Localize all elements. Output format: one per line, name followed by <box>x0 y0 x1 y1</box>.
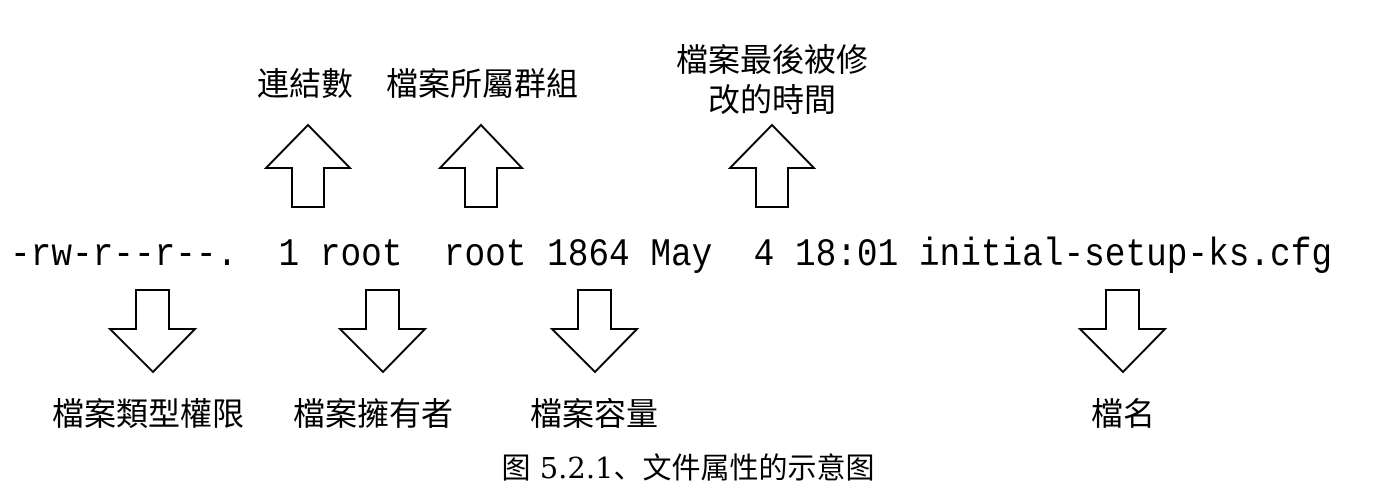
down-arrow-icon <box>107 289 198 374</box>
down-arrow-icon <box>549 289 640 374</box>
label-owner: 檔案擁有者 <box>293 395 453 433</box>
up-arrow-icon <box>437 123 525 208</box>
label-group: 檔案所屬群組 <box>386 65 578 103</box>
up-arrow-icon <box>263 123 353 208</box>
label-link-count: 連結數 <box>257 65 353 103</box>
label-size: 檔案容量 <box>530 395 658 433</box>
up-arrow-icon <box>727 123 817 208</box>
label-mtime-line1: 檔案最後被修 <box>676 41 868 79</box>
figure-caption: 图 5.2.1、文件属性的示意图 <box>501 451 874 485</box>
down-arrow-icon <box>1077 289 1168 374</box>
label-mtime-line2: 改的時間 <box>708 81 836 119</box>
down-arrow-icon <box>337 289 428 374</box>
label-type-permission: 檔案類型權限 <box>52 395 244 433</box>
label-filename: 檔名 <box>1091 395 1155 433</box>
ls-output-line: -rw-r--r--. 1 root root 1864 May 4 18:01… <box>10 233 1332 277</box>
